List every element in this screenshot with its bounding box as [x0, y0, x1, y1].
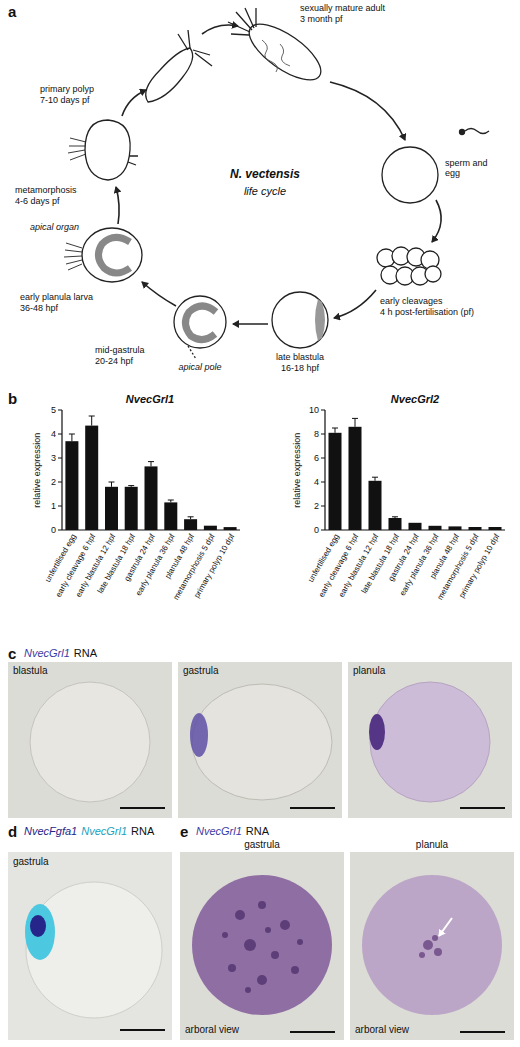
tick-label: 5: [51, 405, 56, 415]
image-label: gastrula: [244, 839, 280, 851]
stage-label: sexually mature adult: [300, 3, 385, 13]
image-label: planula: [416, 839, 448, 851]
probe-label: RNA: [74, 647, 97, 660]
gene-label: NvecGrl1: [81, 825, 127, 838]
gene-label: NvecGrl1: [196, 825, 242, 838]
view-label: arboral view: [355, 1024, 409, 1036]
stage-label: late blastula: [276, 352, 324, 362]
probe-label: RNA: [246, 825, 269, 838]
panel-letter: b: [8, 390, 17, 407]
image-label: planula: [353, 665, 385, 677]
cycle-arrows: [116, 25, 441, 324]
in-situ-images-e: [180, 852, 514, 1040]
axis-title: relative expression: [293, 432, 303, 507]
image-label: blastula: [13, 665, 47, 677]
stage-label: mid-gastrula: [95, 345, 145, 355]
tick-label: 4: [314, 477, 319, 487]
stage-label: primary polyp: [40, 84, 94, 94]
stage-label: 4-6 days pf: [15, 196, 60, 206]
stage-label: early planula larva: [20, 292, 93, 302]
tick-label: 8: [314, 429, 319, 439]
stage-label: 3 month pf: [300, 14, 343, 24]
chart-title: NvecGrl1: [126, 393, 174, 406]
panel-letter: c: [8, 645, 16, 662]
in-situ-images-c: [8, 662, 512, 818]
bar-chart-grl2: [321, 410, 505, 530]
gene-label: NvecGrl1: [24, 647, 70, 660]
tick-label: 10: [309, 405, 319, 415]
panel-letter: a: [8, 3, 16, 20]
structure-label: apical pole: [178, 362, 221, 372]
stage-label: early cleavages: [380, 296, 443, 306]
panel-letter: e: [180, 823, 188, 840]
structure-label: apical organ: [30, 222, 79, 232]
stage-label: sperm and egg: [445, 158, 503, 179]
tick-label: 2: [314, 501, 319, 511]
image-label: gastrula: [183, 665, 219, 677]
stage-label: 36-48 hpf: [20, 303, 58, 313]
stage-label: metamorphosis: [15, 185, 77, 195]
stage-label: 4 h post-fertilisation (pf): [380, 307, 474, 317]
tick-label: 6: [314, 453, 319, 463]
image-label: gastrula: [13, 856, 49, 868]
chart-title: NvecGrl2: [391, 393, 439, 406]
axis-title: relative expression: [33, 432, 43, 507]
species-name: N. vectensis: [230, 168, 300, 182]
tick-label: 2: [51, 477, 56, 487]
life-cycle-illustration: [64, 8, 489, 359]
tick-label: 0: [314, 525, 319, 535]
probe-label: RNA: [131, 825, 154, 838]
stage-label: 16-18 hpf: [281, 363, 319, 373]
gene-label: NvecFgfa1: [24, 825, 77, 838]
view-label: arboral view: [185, 1024, 239, 1036]
tick-label: 0: [51, 525, 56, 535]
bar-chart-grl1: [58, 410, 240, 530]
panel-letter: d: [8, 823, 17, 840]
stage-label: 7-10 days pf: [40, 95, 90, 105]
tick-label: 4: [51, 429, 56, 439]
tick-label: 3: [51, 453, 56, 463]
tick-label: 1: [51, 501, 56, 511]
stage-label: 20-24 hpf: [95, 356, 133, 366]
in-situ-image-d: [8, 852, 172, 1040]
cycle-title: life cycle: [244, 185, 286, 198]
